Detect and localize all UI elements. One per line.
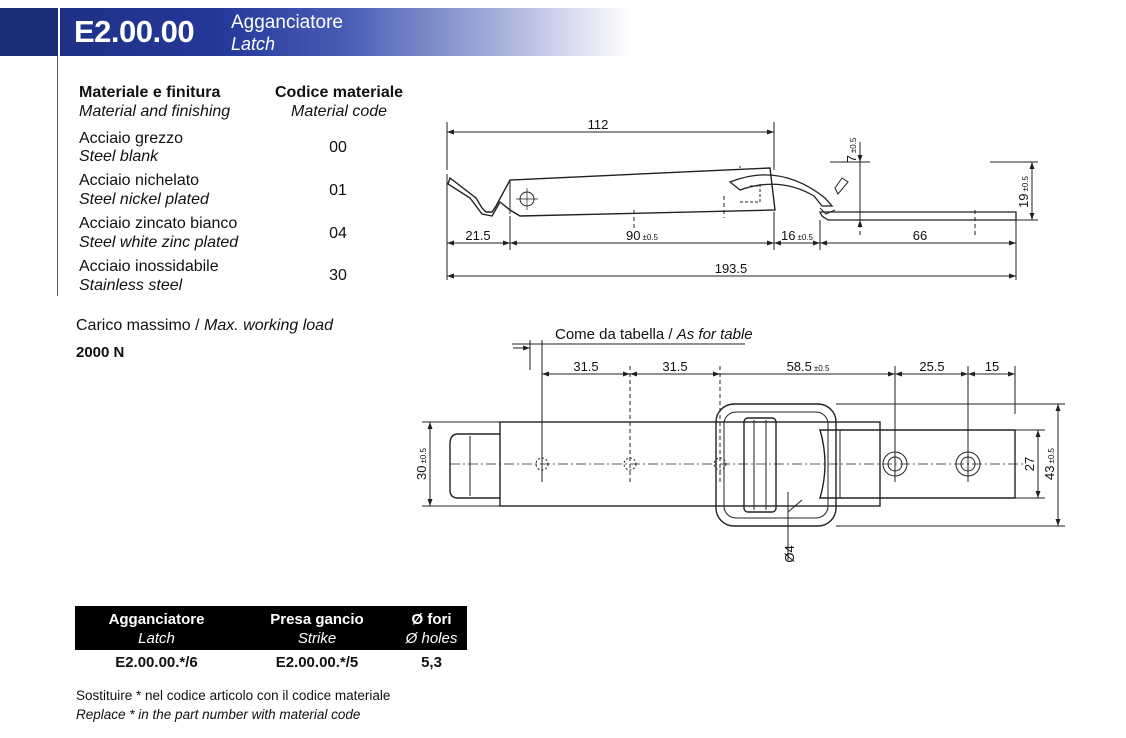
material-row-en: Stainless steel [79,277,183,294]
material-row-it: Acciaio zincato bianco [79,215,238,232]
dim-30: 30±0.5 [414,447,429,480]
material-row-code: 04 [329,225,347,242]
document-code: E2.00.00 [74,14,195,49]
header-left-block [0,8,58,56]
dim-31-5-b: 31.5 [662,359,687,374]
dim-19: 19±0.5 [1016,175,1031,208]
dim-193-5: 193.5 [715,261,748,276]
dim-43: 43±0.5 [1042,447,1057,480]
material-row-it: Acciaio nichelato [79,172,200,189]
note-english: Replace * in the part number with materi… [76,707,361,722]
dim-15: 15 [985,359,999,374]
title-italian: Agganciatore [231,12,343,33]
max-load-value: 2000 N [76,344,125,361]
top-view-drawing: Come da tabella / As for table [414,326,1065,563]
header-band [0,8,630,56]
header-divider [58,8,60,56]
dim-25-5: 25.5 [919,359,944,374]
margin-rule [57,56,58,296]
dim-16: 16±0.5 [781,228,814,243]
material-row-code: 00 [329,139,347,156]
dim-58-5: 58.5±0.5 [787,359,830,374]
material-header-en: Material and finishing [79,103,231,120]
material-row-it: Acciaio grezzo [79,130,184,147]
note-italian: Sostituire * nel codice articolo con il … [76,688,391,703]
dim-31-5-a: 31.5 [573,359,598,374]
material-row-it: Acciaio inossidabile [79,258,219,275]
side-view-drawing: 112 7±0.5 19±0.5 21.5 90±0.5 16±0.5 66 1… [446,117,1038,280]
material-row-code: 01 [329,182,347,199]
material-row-en: Steel nickel plated [79,191,209,208]
code-header-it: Codice materiale [275,84,404,101]
title-english: Latch [231,34,276,54]
code-header-en: Material code [291,103,388,120]
dim-66: 66 [913,228,927,243]
material-header-it: Materiale e finitura [79,84,221,101]
dim-hole-diameter: Ø4 [782,545,797,562]
dim-112: 112 [588,117,609,132]
latch-part-number: E2.00.00.*/6 [115,654,198,671]
max-load-label: Carico massimo / Max. working load [76,317,333,335]
table-row: E2.00.00.*/6 E2.00.00.*/5 5,3 [75,650,467,675]
dim-90: 90±0.5 [626,228,659,243]
dim-27: 27 [1022,457,1037,471]
material-row-en: Steel blank [79,148,159,165]
for-table-note: Come da tabella / As for table [555,326,753,343]
hole-diameter: 5,3 [421,654,442,671]
dim-21-5: 21.5 [465,228,490,243]
material-row-en: Steel white zinc plated [79,234,239,251]
max-load-label-en: Max. working load [204,317,333,334]
max-load-label-it: Carico massimo / [76,317,205,334]
material-row-code: 30 [329,267,347,284]
strike-part-number: E2.00.00.*/5 [275,654,359,671]
dim-7: 7±0.5 [844,137,859,162]
